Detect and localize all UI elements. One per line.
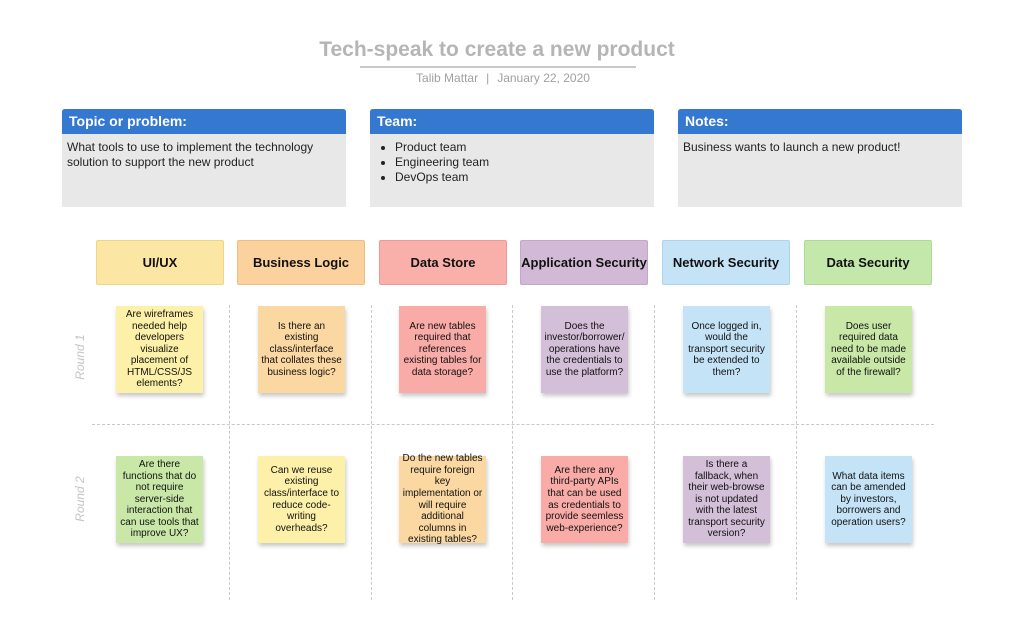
team-list: Product team Engineering team DevOps tea… [375, 140, 648, 185]
sticky-note[interactable]: Once logged in, would the transport secu… [683, 306, 770, 393]
sticky-note[interactable]: Is there a fallback, when their web-brow… [683, 456, 770, 543]
team-panel-heading: Team: [370, 109, 654, 134]
sticky-note[interactable]: Does user required data need to be made … [825, 306, 912, 393]
sticky-note[interactable]: Can we reuse existing class/interface to… [258, 456, 345, 543]
sticky-note-text: Does user required data need to be made … [830, 320, 907, 378]
sticky-note[interactable]: Are there any third-party APIs that can … [541, 456, 628, 543]
topic-panel: Topic or problem: What tools to use to i… [62, 109, 346, 207]
column-header-business-logic: Business Logic [237, 240, 365, 285]
column-header-data-store: Data Store [379, 240, 507, 285]
team-member: Engineering team [395, 155, 648, 170]
sticky-note-text: Are wireframes needed help developers vi… [125, 308, 194, 390]
team-member: Product team [395, 140, 648, 155]
sticky-note-text: Do the new tables require foreign key im… [402, 453, 483, 546]
sticky-note[interactable]: Do the new tables require foreign key im… [399, 453, 486, 546]
sticky-note-text: Are there any third-party APIs that can … [545, 464, 624, 534]
notes-panel-heading: Notes: [678, 109, 962, 134]
author-name: Talib Mattar [416, 71, 479, 85]
board-title: Tech-speak to create a new product [319, 38, 675, 61]
topic-panel-text: What tools to use to implement the techn… [67, 140, 314, 169]
sticky-note-text: Are there functions that do not require … [120, 458, 199, 540]
notes-panel-text: Business wants to launch a new product! [683, 140, 901, 154]
column-divider [512, 305, 513, 600]
column-header-data-security: Data Security [804, 240, 932, 285]
sticky-note-text: Are new tables required that references … [403, 320, 482, 378]
round-label-2: Round 2 [73, 476, 87, 522]
round-label-1: Round 1 [73, 334, 87, 380]
byline-separator: | [486, 71, 490, 85]
sticky-note[interactable]: Are wireframes needed help developers vi… [116, 306, 203, 393]
team-panel: Team: Product team Engineering team DevO… [370, 109, 654, 207]
column-divider [371, 305, 372, 600]
column-header-application-security: Application Security [520, 240, 648, 285]
sticky-note-text: Once logged in, would the transport secu… [688, 320, 765, 378]
notes-panel: Notes: Business wants to launch a new pr… [678, 109, 962, 207]
team-member: DevOps team [395, 170, 648, 185]
topic-panel-heading: Topic or problem: [62, 109, 346, 134]
sticky-note[interactable]: Does the investor/borrower/ operations h… [541, 306, 628, 393]
sticky-note[interactable]: Are there functions that do not require … [116, 456, 203, 543]
sticky-note-text: Can we reuse existing class/interface to… [263, 464, 340, 534]
sticky-note-text: Is there an existing class/interface tha… [261, 320, 342, 378]
board-date: January 22, 2020 [497, 71, 590, 85]
team-panel-body: Product team Engineering team DevOps tea… [370, 134, 654, 185]
sticky-note[interactable]: Is there an existing class/interface tha… [258, 306, 345, 393]
title-underline [360, 66, 636, 68]
sticky-note[interactable]: Are new tables required that references … [399, 306, 486, 393]
board-byline: Talib Mattar | January 22, 2020 [0, 71, 1006, 85]
column-header-ui-ux: UI/UX [96, 240, 224, 285]
sticky-note-text: What data items can be amended by invest… [831, 470, 906, 528]
column-divider [796, 305, 797, 600]
column-header-network-security: Network Security [662, 240, 790, 285]
sticky-note-text: Is there a fallback, when their web-brow… [688, 458, 765, 540]
sticky-note-text: Does the investor/borrower/ operations h… [544, 320, 625, 378]
round-divider [92, 424, 934, 425]
column-divider [229, 305, 230, 600]
column-divider [654, 305, 655, 600]
sticky-note[interactable]: What data items can be amended by invest… [825, 456, 912, 543]
